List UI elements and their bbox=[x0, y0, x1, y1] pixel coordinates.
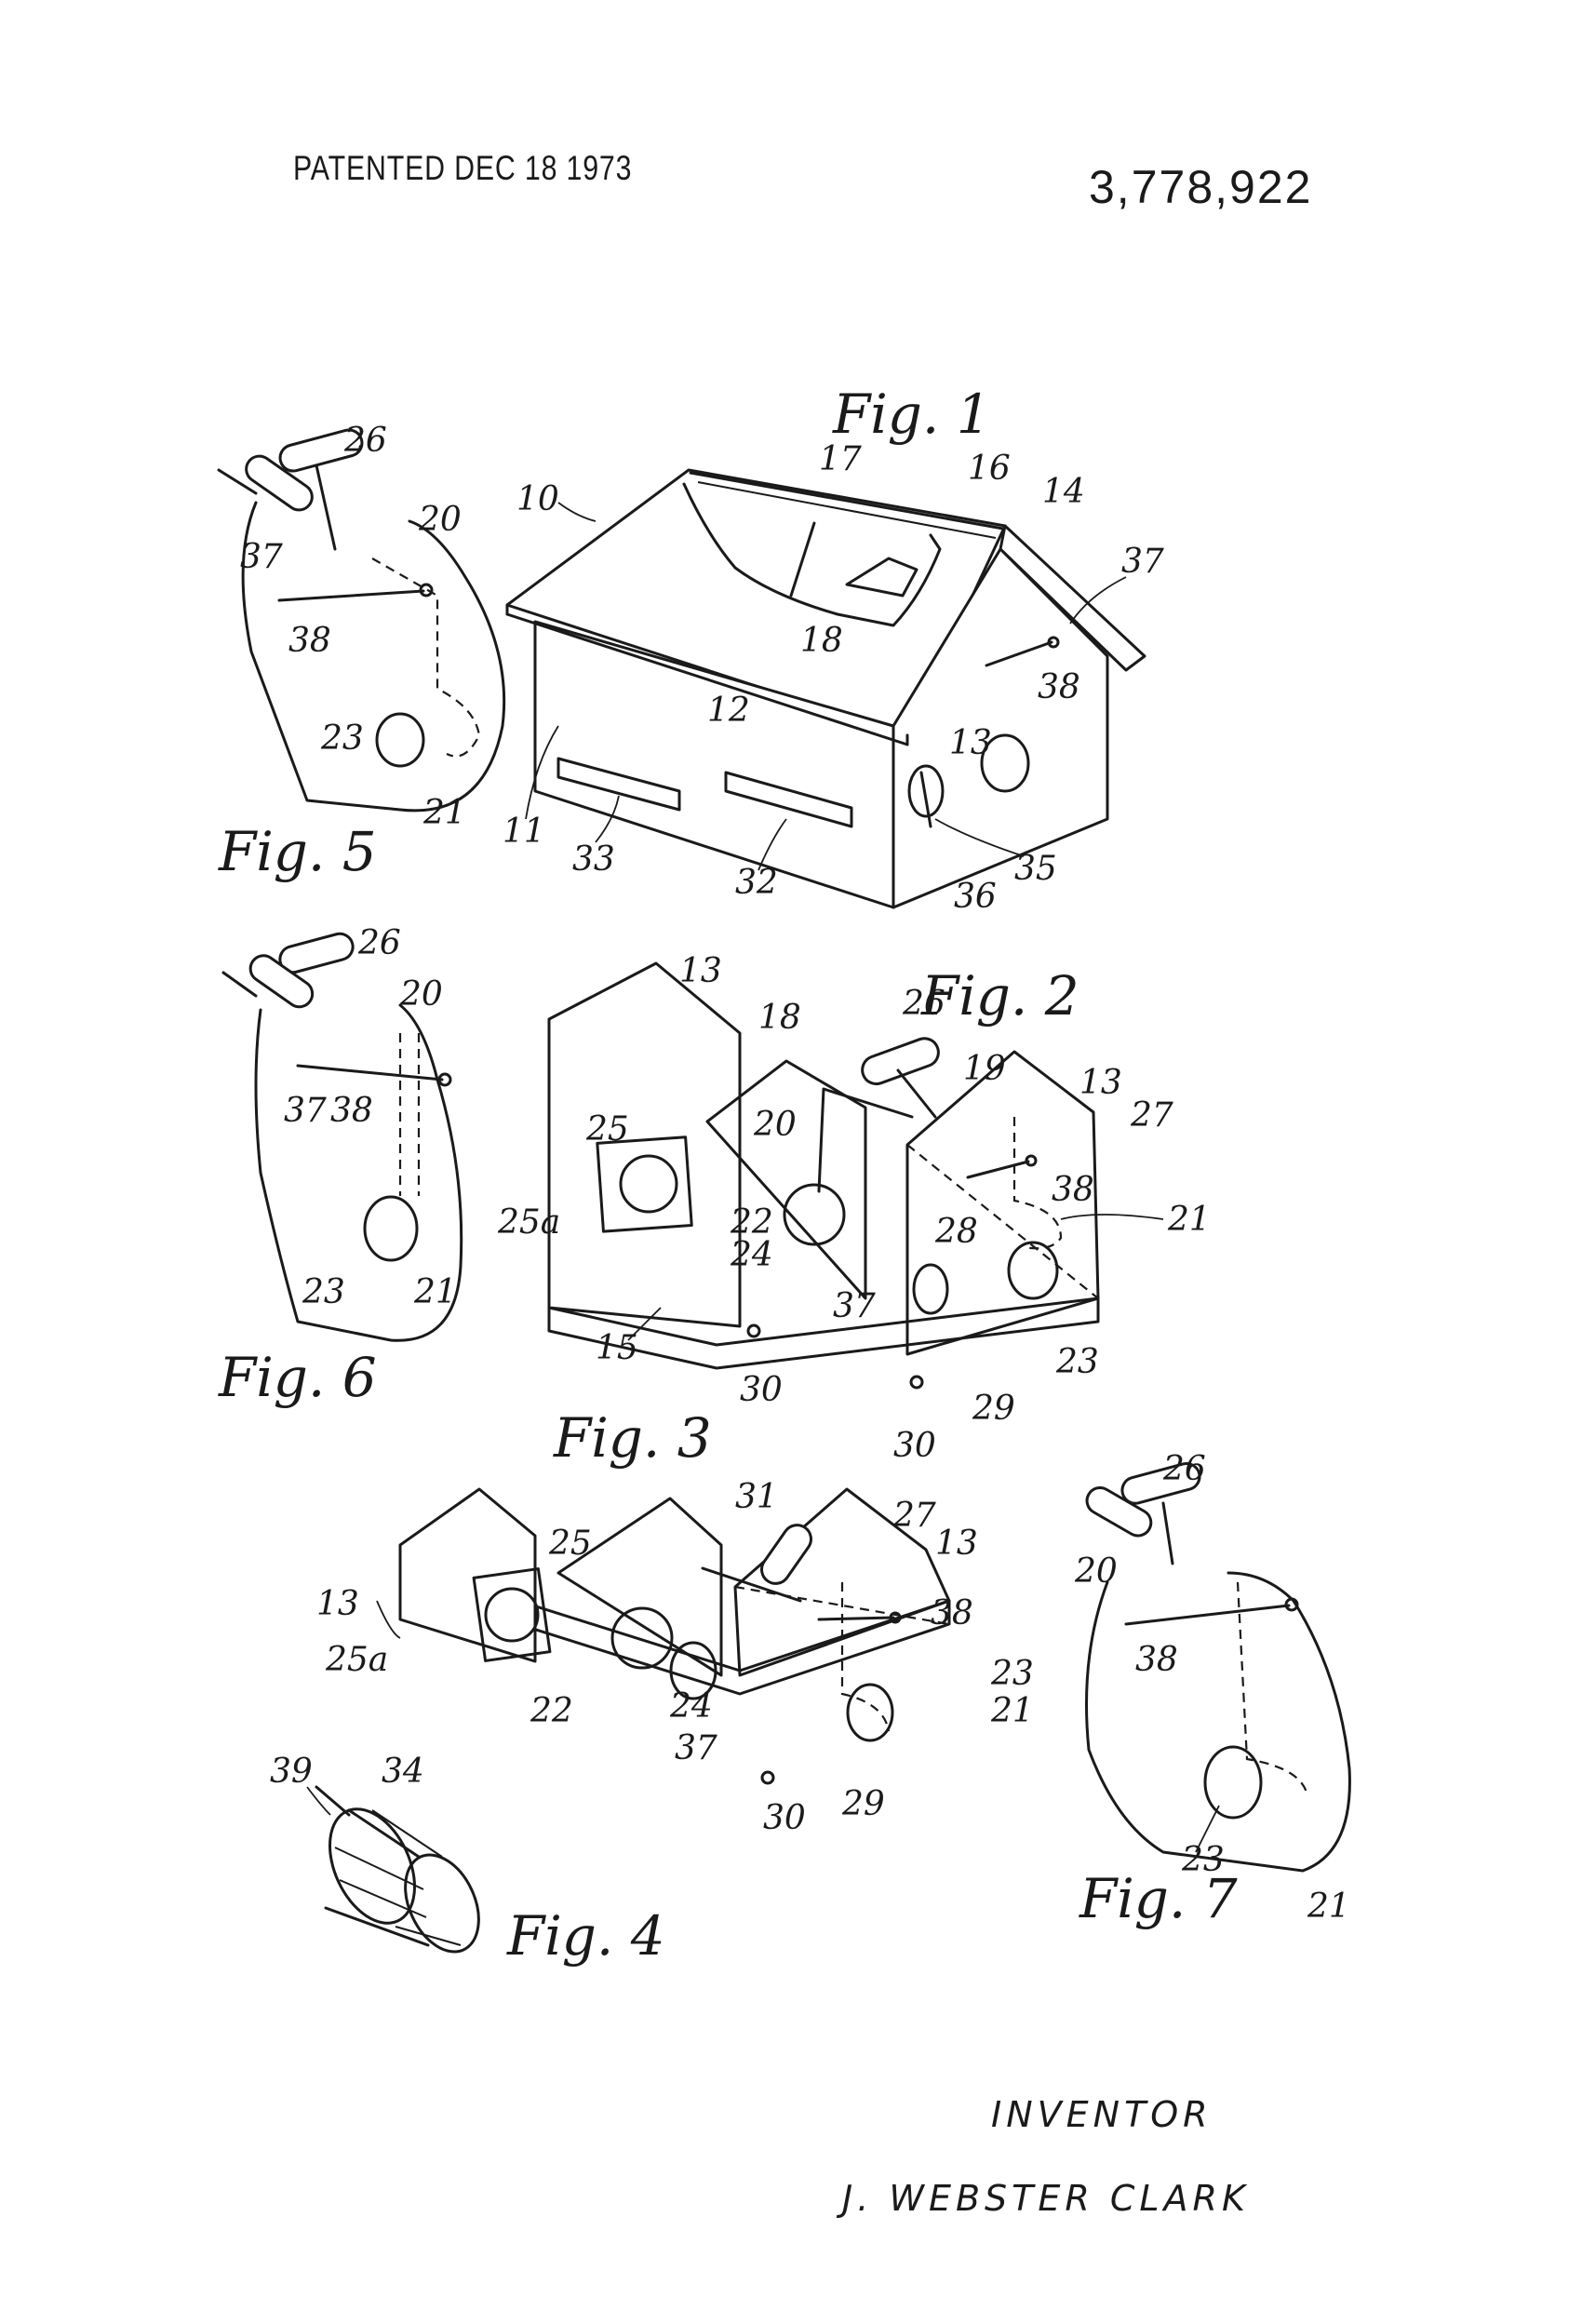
ref-numeral: 37 bbox=[240, 538, 283, 576]
ref-numeral: 25a bbox=[325, 1641, 388, 1679]
fig3-label: Fig. 3 bbox=[553, 1406, 712, 1470]
ref-numeral: 23 bbox=[1181, 1841, 1225, 1879]
ref-numeral: 18 bbox=[800, 622, 843, 660]
fig6-drawing bbox=[221, 932, 463, 1342]
ref-numeral: 26 bbox=[1162, 1450, 1206, 1488]
ref-numeral: 21 bbox=[1307, 1887, 1350, 1926]
ref-numeral: 30 bbox=[763, 1799, 806, 1837]
ref-numeral: 11 bbox=[503, 813, 545, 851]
ref-numeral: 20 bbox=[418, 501, 462, 539]
fig5-reference-numerals: 20 21 23 26 37 38 bbox=[240, 422, 466, 832]
ref-numeral: 27 bbox=[892, 1497, 936, 1535]
fig4-drawing bbox=[315, 1785, 480, 1954]
ref-numeral: 37 bbox=[675, 1729, 717, 1767]
ref-numeral: 18 bbox=[758, 999, 801, 1037]
ref-numeral: 33 bbox=[572, 840, 615, 879]
ref-numeral: 21 bbox=[1167, 1201, 1211, 1239]
ref-numeral: 25 bbox=[585, 1110, 629, 1149]
patented-date: PATENTED DEC 18 1973 bbox=[293, 149, 633, 187]
fig4-reference-numerals: 34 39 bbox=[270, 1753, 424, 1791]
ref-numeral: 26 bbox=[357, 924, 401, 962]
fig6-reference-numerals: 20 21 23 26 37 38 bbox=[284, 924, 457, 1311]
ref-numeral: 38 bbox=[1038, 668, 1080, 706]
fig7-label: Fig. 7 bbox=[1079, 1867, 1238, 1930]
ref-numeral: 13 bbox=[316, 1585, 359, 1623]
fig5-drawing bbox=[217, 428, 506, 813]
ref-numeral: 27 bbox=[1130, 1096, 1173, 1135]
ref-numeral: 23 bbox=[1055, 1343, 1099, 1381]
ref-numeral: 23 bbox=[320, 719, 364, 758]
fig2-reference-numerals: 13 13 15 18 19 20 21 22 23 24 25 25a 26 … bbox=[497, 952, 1211, 1465]
ref-numeral: 38 bbox=[288, 622, 331, 660]
ref-numeral: 29 bbox=[841, 1785, 885, 1823]
ref-numeral: 26 bbox=[343, 422, 387, 460]
ref-numeral: 38 bbox=[1135, 1641, 1178, 1679]
patent-number: 3,778,922 bbox=[1089, 161, 1313, 213]
ref-numeral: 12 bbox=[707, 692, 750, 730]
leader-lines bbox=[306, 502, 1220, 1853]
fig2-label: Fig. 2 bbox=[920, 964, 1079, 1028]
ref-numeral: 13 bbox=[935, 1525, 978, 1563]
ref-numeral: 21 bbox=[990, 1692, 1034, 1730]
ref-numeral: 20 bbox=[399, 975, 443, 1014]
ref-numeral: 13 bbox=[1079, 1064, 1122, 1102]
ref-numeral: 10 bbox=[516, 480, 559, 518]
ref-numeral: 25 bbox=[548, 1525, 592, 1563]
ref-numeral: 34 bbox=[382, 1753, 424, 1791]
fig1-reference-numerals: 10 11 12 13 14 16 17 18 32 33 35 36 37 3… bbox=[503, 440, 1164, 916]
fig5-label: Fig. 5 bbox=[218, 820, 377, 883]
ref-numeral: 29 bbox=[972, 1390, 1015, 1428]
ref-numeral: 24 bbox=[669, 1687, 713, 1726]
ref-numeral: 14 bbox=[1042, 473, 1085, 511]
ref-numeral: 21 bbox=[413, 1273, 457, 1311]
ref-numeral: 31 bbox=[735, 1478, 778, 1516]
ref-numeral: 30 bbox=[740, 1371, 783, 1409]
ref-numeral: 37 bbox=[833, 1287, 876, 1325]
ref-numeral: 37 bbox=[284, 1092, 327, 1130]
ref-numeral: 16 bbox=[968, 450, 1011, 488]
ref-numeral: 19 bbox=[963, 1050, 1006, 1088]
ref-numeral: 15 bbox=[596, 1329, 638, 1367]
fig7-reference-numerals: 20 21 23 26 38 bbox=[1074, 1450, 1350, 1926]
ref-numeral: 38 bbox=[931, 1594, 973, 1632]
ref-numeral: 38 bbox=[330, 1092, 373, 1130]
fig4-label: Fig. 4 bbox=[506, 1904, 665, 1968]
fig3-drawing bbox=[398, 1487, 951, 1785]
fig6-label: Fig. 6 bbox=[218, 1346, 377, 1409]
fig7-drawing bbox=[1085, 1461, 1351, 1873]
ref-numeral: 25a bbox=[497, 1203, 560, 1242]
ref-numeral: 26 bbox=[902, 985, 945, 1023]
ref-numeral: 22 bbox=[730, 1203, 773, 1242]
ref-numeral: 17 bbox=[819, 440, 862, 478]
fig3-reference-numerals: 13 13 21 22 23 24 25 25a 27 29 30 31 37 … bbox=[316, 1478, 1034, 1837]
ref-numeral: 21 bbox=[422, 794, 466, 832]
ref-numeral: 22 bbox=[530, 1692, 573, 1730]
ref-numeral: 37 bbox=[1121, 543, 1164, 581]
ref-numeral: 38 bbox=[1052, 1171, 1094, 1209]
ref-numeral: 36 bbox=[954, 878, 997, 916]
inventor-label: INVENTOR bbox=[991, 2094, 1213, 2135]
ref-numeral: 39 bbox=[270, 1753, 313, 1791]
ref-numeral: 32 bbox=[735, 864, 778, 902]
ref-numeral: 28 bbox=[934, 1213, 978, 1251]
ref-numeral: 24 bbox=[730, 1236, 773, 1274]
ref-numeral: 13 bbox=[949, 724, 992, 762]
fig1-label: Fig. 1 bbox=[832, 383, 991, 446]
ref-numeral: 23 bbox=[990, 1655, 1034, 1693]
fig1-drawing bbox=[505, 468, 1146, 909]
ref-numeral: 20 bbox=[1074, 1552, 1118, 1591]
ref-numeral: 20 bbox=[753, 1106, 797, 1144]
ref-numeral: 13 bbox=[679, 952, 722, 990]
ref-numeral: 30 bbox=[893, 1427, 936, 1465]
ref-numeral: 23 bbox=[302, 1273, 345, 1311]
fig2-drawing bbox=[547, 961, 1100, 1390]
inventor-name: J. WEBSTER CLARK bbox=[836, 2178, 1250, 2219]
